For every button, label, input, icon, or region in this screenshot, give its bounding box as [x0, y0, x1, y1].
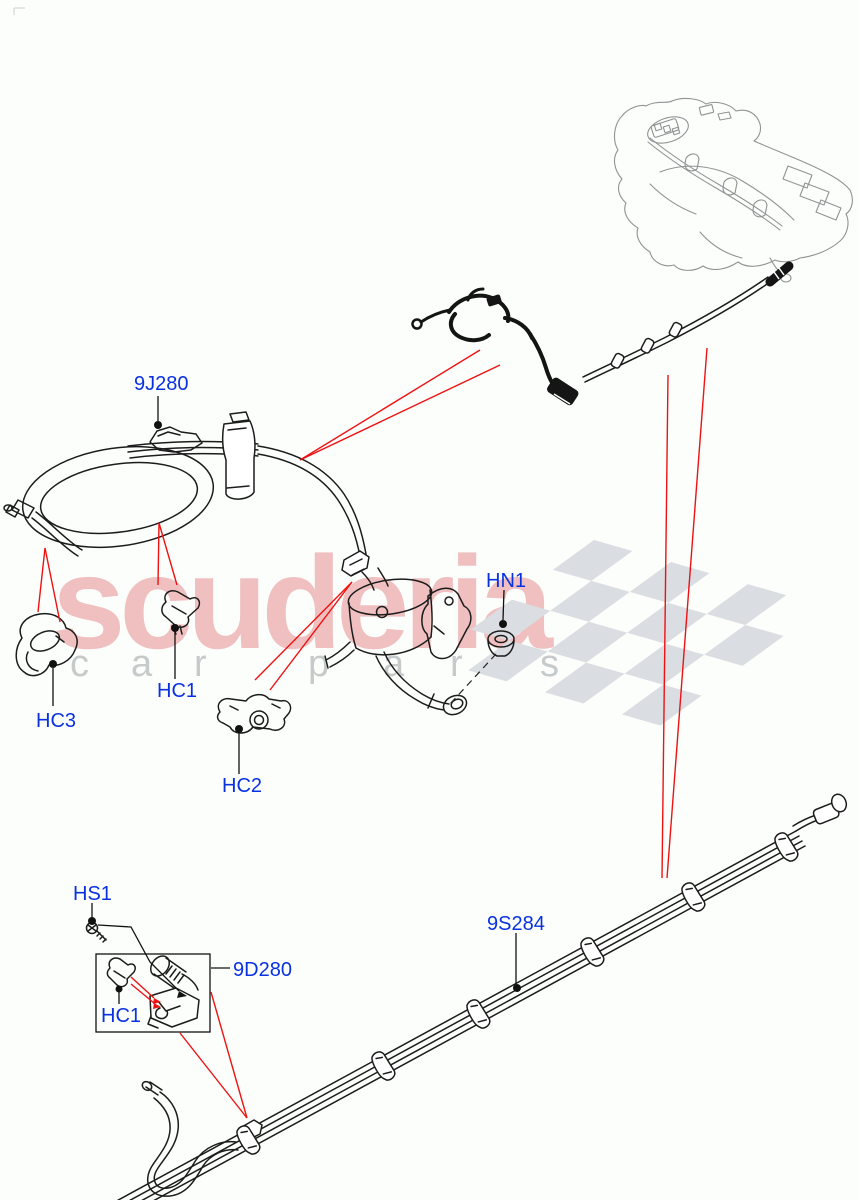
ring-terminal	[411, 318, 423, 330]
part-callouts: 9J280 HC3 HC1 HC2 HN1 HS1 9D280 HC1 9S28…	[36, 373, 545, 1027]
black-leader-lines	[49, 396, 521, 1004]
red-leader-lines	[37, 347, 708, 1119]
part-label-hn1[interactable]: HN1	[486, 570, 526, 592]
part-label-9d280[interactable]: 9D280	[233, 959, 292, 981]
fuel-line-assembly-9j280	[3, 411, 472, 716]
part-label-hc3[interactable]: HC3	[36, 710, 76, 732]
part-label-hc1-box[interactable]: HC1	[101, 1005, 141, 1027]
line-bracket	[221, 411, 256, 500]
pump-inlet-clamp	[341, 550, 370, 577]
kit-box-frame	[95, 953, 211, 1033]
part-label-hc2[interactable]: HC2	[222, 775, 262, 797]
return-hose	[141, 1080, 239, 1197]
pump-bracket	[421, 587, 472, 660]
watermark-brand-text: scuderia	[52, 529, 555, 676]
tank-outlet-pipe	[582, 261, 794, 383]
wm-letter-p: p	[308, 643, 329, 685]
wm-letter-r: r	[194, 643, 207, 685]
fuel-sender-ring	[647, 116, 689, 144]
valve-kit-box-9d280	[95, 953, 211, 1033]
wm-letter-c: c	[70, 643, 89, 685]
fuel-tank-sketch	[613, 97, 853, 283]
part-label-9j280[interactable]: 9J280	[134, 373, 189, 395]
hose-end-connector	[3, 504, 13, 512]
part-label-hs1[interactable]: HS1	[73, 883, 112, 905]
pipe-clamps	[236, 832, 799, 1155]
part-label-9s284[interactable]: 9S284	[487, 913, 545, 935]
valve-9d280	[147, 955, 200, 1029]
pipe-bundle-end-cap	[830, 793, 848, 813]
nut-hn1	[487, 630, 515, 657]
pipe-end-connector	[442, 694, 468, 716]
wiring-harness	[411, 287, 579, 406]
harness-connector	[547, 377, 579, 406]
clip-hc1-box	[106, 957, 136, 988]
page-corner-mark	[13, 7, 25, 15]
line-top-clip	[149, 426, 203, 453]
clip-hc3	[15, 612, 78, 677]
fuel-pipes-9s284	[116, 793, 848, 1200]
clip-hc2	[216, 693, 292, 734]
wm-letter-a: a	[131, 643, 153, 685]
part-label-hc1[interactable]: HC1	[157, 680, 197, 702]
